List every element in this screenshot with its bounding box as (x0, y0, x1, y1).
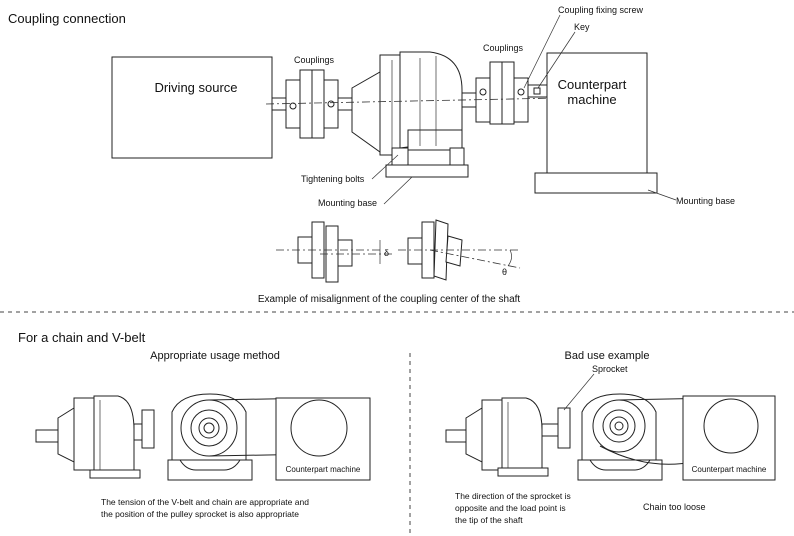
bad-motor-side-view (445, 397, 571, 477)
tightening-bolts-leader (371, 154, 399, 180)
left-coupling (285, 69, 339, 139)
good-usage-heading: Appropriate usage method (150, 350, 280, 362)
delta-symbol: δ (384, 248, 389, 258)
bad-note-line3: the tip of the shaft (455, 515, 523, 525)
misalignment-caption: Example of misalignment of the coupling … (258, 294, 521, 305)
theta-symbol: θ (502, 267, 507, 277)
bad-usage-heading: Bad use example (565, 350, 650, 362)
counterpart-label-line2: machine (567, 92, 616, 107)
bad-note-line2: opposite and the load point is (455, 503, 566, 513)
bad-motor-front-view (577, 393, 663, 481)
mounting-base-label-left: Mounting base (318, 198, 377, 208)
coupling-fixing-screw-label: Coupling fixing screw (558, 5, 644, 15)
counterpart-label-line1: Counterpart (558, 77, 627, 92)
section-title-coupling: Coupling connection (8, 11, 126, 26)
fixing-screw-leader (523, 14, 561, 89)
bad-counterpart-machine: Counterpart machine (682, 395, 776, 481)
couplings-label-left: Couplings (294, 55, 335, 65)
tightening-bolts-label: Tightening bolts (301, 174, 365, 184)
misalignment-offset: δ (276, 221, 392, 283)
bad-note-line1: The direction of the sprocket is (455, 491, 571, 501)
coupling-center-line (265, 97, 561, 105)
mounting-base-leader-right (647, 189, 677, 201)
good-motor-front-view (167, 393, 253, 481)
misalignment-angular: θ (398, 219, 521, 281)
chain-too-loose-label: Chain too loose (643, 502, 706, 512)
bad-counterpart-label: Counterpart machine (692, 465, 767, 474)
driving-source: Driving source (111, 56, 273, 159)
section-title-chain: For a chain and V-belt (18, 330, 146, 345)
key-leader (537, 31, 576, 89)
good-motor-side-view (35, 395, 155, 479)
sprocket-label: Sprocket (592, 364, 628, 374)
sprocket-leader (563, 373, 595, 411)
good-counterpart-machine: Counterpart machine (275, 397, 371, 481)
good-counterpart-label: Counterpart machine (286, 465, 361, 474)
key-label: Key (574, 22, 590, 32)
couplings-label-right: Couplings (483, 43, 524, 53)
good-note-line2: the position of the pulley sprocket is a… (101, 509, 299, 519)
gear-motor (351, 51, 491, 178)
mounting-base-leader-left (383, 176, 413, 205)
driving-source-label: Driving source (154, 80, 237, 95)
right-coupling (475, 61, 549, 125)
good-note-line1: The tension of the V-belt and chain are … (101, 497, 309, 507)
counterpart-machine: Counterpart machine (534, 52, 658, 194)
mounting-base-label-right: Mounting base (676, 196, 735, 206)
